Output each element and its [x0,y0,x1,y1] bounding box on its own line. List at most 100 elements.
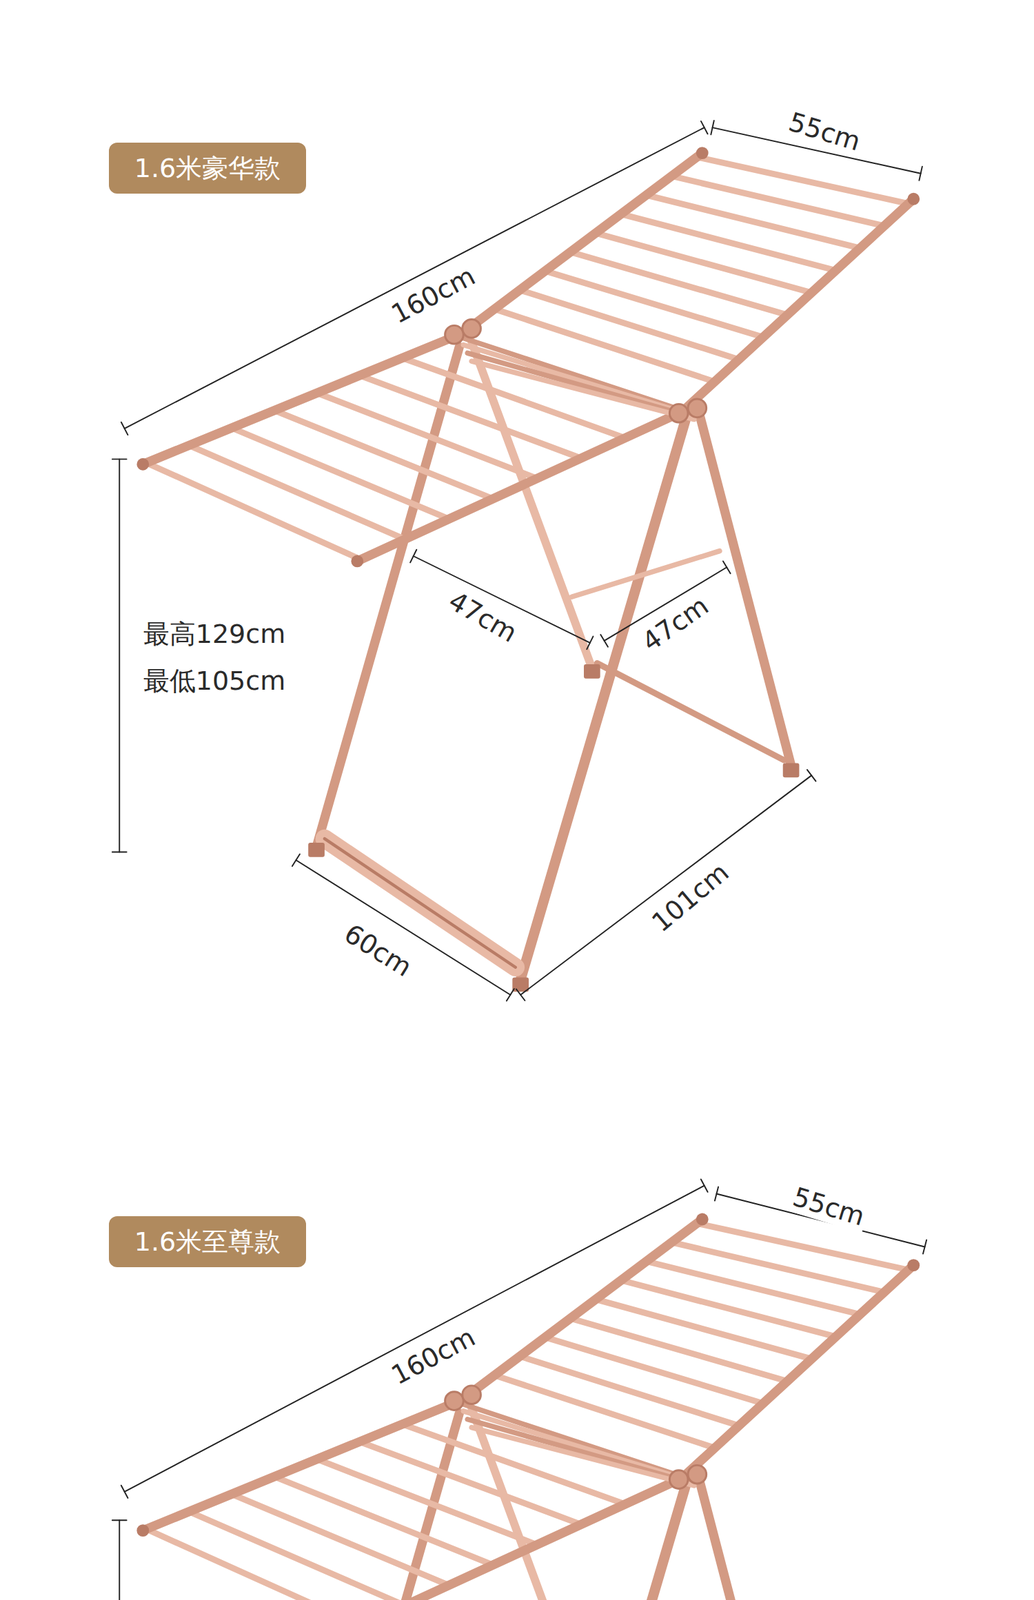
bottom-bar [596,663,784,761]
hinge [669,403,688,423]
hanger-hole [202,1562,209,1569]
hanger-hole [268,1591,275,1598]
hinge [445,1392,464,1412]
rack-drawing [112,120,927,1600]
hanging-bar [570,252,788,316]
dimension-tick [121,1486,129,1499]
model-badge: 1.6米豪华款 [108,142,307,194]
end-cap [350,555,364,569]
rack-foot [512,978,529,993]
hanging-bar [545,1337,764,1405]
dimension-line [118,459,120,853]
dimension-label: 47cm [634,590,717,660]
hanging-bar [317,392,537,479]
dimension-label: 160cm [384,260,484,333]
center-rod [467,1420,691,1484]
center-rod [471,361,695,420]
hanging-bar [671,1242,884,1293]
dimension-tick [121,422,129,435]
dimension-tick [710,120,714,135]
dimension-label: 60cm [336,917,420,986]
center-rod [467,352,691,417]
dimension-label: 101cm [644,856,737,941]
end-cap [136,458,149,471]
dimension-label: 55cm [786,1181,871,1234]
dimension-label: 55cm [782,106,867,159]
wing-rail [142,337,455,465]
wing-rail [357,413,679,562]
hanger-hole [763,1251,770,1258]
dimension-tick [714,1187,719,1201]
hanging-bar [696,1223,909,1271]
dimension-tick [600,634,608,648]
hanging-bar [519,290,739,360]
dimension-tick [112,1519,127,1522]
dimension-label: 最高129cm [140,619,289,651]
dimension-label: 160cm [384,1322,484,1394]
dimension-line [124,127,705,429]
dimension-tick [807,769,816,782]
hanger-hole [869,1273,876,1281]
end-cap [136,1524,149,1538]
hanging-bar [359,375,582,459]
dimension-line [295,860,511,995]
hanging-bar [146,463,361,560]
rack-foot [583,664,601,679]
dimension-tick [923,1240,927,1254]
hinge [462,1386,482,1405]
dimension-label: 47cm [441,584,525,651]
hinge [445,325,464,344]
dimension-tick [112,851,127,853]
hanging-bar [188,445,405,540]
hanging-bar [621,214,837,271]
hanging-bar [188,1512,405,1600]
hanger-hole [816,1262,823,1269]
hanging-bar [359,1442,582,1525]
dimension-tick [586,636,593,651]
dimension-line [118,1520,120,1600]
hanger-hole [789,1256,797,1263]
dimension-label: 最低105cm [140,666,289,697]
hanging-bar [146,1529,361,1600]
center-rod [463,344,686,413]
hanging-bar [595,232,812,293]
dimension-line [520,775,812,995]
hanging-bar [274,1477,493,1566]
dimension-tick [410,550,417,564]
hanging-bar [646,195,861,249]
hanger-hole [842,1268,849,1275]
hanging-bar [671,176,884,227]
hanging-bar [519,1356,739,1427]
wing-rail [685,199,914,409]
rack-leg [698,1479,791,1600]
hanging-bar [621,1280,837,1338]
hanging-bar [231,428,449,520]
dimension-tick [918,166,922,181]
dimension-tick [112,458,127,460]
hanger-hole [737,1244,744,1252]
wing-rail [357,1479,679,1600]
hinge [669,1471,688,1490]
end-cap [907,1259,920,1272]
dimension-tick [701,121,708,134]
hanging-bar [570,1318,788,1382]
hanging-bar [545,270,764,338]
hanging-bar [595,1300,812,1361]
hanging-bar [274,410,493,500]
hinge [462,319,482,338]
hanger-hole [246,1582,253,1589]
wing-rail [464,1219,703,1398]
center-rod [471,1428,695,1487]
dimension-tick [516,989,525,1001]
badge-label: 1.6米至尊款 [134,1224,281,1261]
dimension-line [124,1186,705,1493]
hinge [687,1465,707,1485]
model-badge: 1.6米至尊款 [108,1216,307,1268]
rack-leg [698,413,791,766]
badge-label: 1.6米豪华款 [134,150,281,187]
wing-rail [142,1403,455,1532]
end-cap [696,1213,709,1227]
hanging-bar [646,1261,861,1315]
end-cap [907,193,920,206]
